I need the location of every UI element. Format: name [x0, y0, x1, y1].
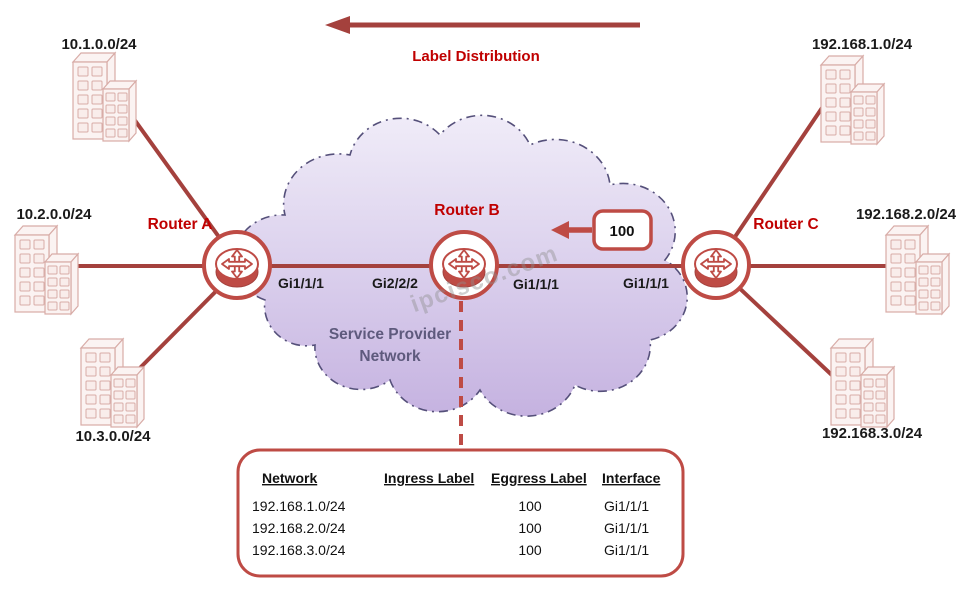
cell-egress: 100 [518, 542, 542, 558]
label-distribution-arrow-icon [325, 16, 640, 34]
cell-interface: Gi1/1/1 [604, 542, 649, 558]
routerC-label: Router C [753, 216, 818, 233]
interface-label-routerC-left: Gi1/1/1 [623, 275, 669, 291]
interface-label-routerA-right: Gi1/1/1 [278, 275, 324, 291]
routerA-label: Router A [148, 216, 213, 233]
label-distribution-title: Label Distribution [412, 48, 540, 65]
interface-label-routerB-left: Gi2/2/2 [372, 275, 418, 291]
label-value: 100 [609, 223, 634, 240]
cloud-caption-line2: Network [359, 348, 421, 365]
cell-network: 192.168.3.0/24 [252, 542, 346, 558]
link-192-168-1-to-routerC [716, 100, 828, 264]
cell-interface: Gi1/1/1 [604, 498, 649, 514]
building-icon-10-1 [72, 52, 137, 142]
routerA-icon [202, 230, 272, 300]
building-icon-192-168-2 [885, 225, 950, 315]
network-label-192-168-1: 192.168.1.0/24 [812, 36, 913, 53]
table-header-ingress: Ingress Label [384, 470, 474, 486]
building-icon-10-2 [14, 225, 79, 315]
cell-egress: 100 [518, 520, 542, 536]
cell-network: 192.168.1.0/24 [252, 498, 346, 514]
cell-egress: 100 [518, 498, 542, 514]
network-label-10-1: 10.1.0.0/24 [61, 36, 137, 53]
label-value-box [592, 209, 653, 251]
cloud-caption-line1: Service Provider [329, 326, 451, 343]
label-table-box [236, 448, 685, 578]
table-row: 192.168.3.0/24 100 Gi1/1/1 [252, 542, 649, 558]
table-row: 192.168.2.0/24 100 Gi1/1/1 [252, 520, 649, 536]
routerB-label: Router B [434, 202, 499, 219]
building-icon-192-168-1 [820, 55, 885, 145]
cell-network: 192.168.2.0/24 [252, 520, 346, 536]
interface-label-routerB-right: Gi1/1/1 [513, 276, 559, 292]
network-label-10-3: 10.3.0.0/24 [75, 428, 151, 445]
building-icon-192-168-3 [830, 338, 895, 428]
label-table: Network Ingress Label Eggress Label Inte… [252, 470, 661, 558]
label-advertisement-arrow-icon [551, 221, 592, 239]
table-row: 192.168.1.0/24 100 Gi1/1/1 [252, 498, 649, 514]
network-label-192-168-3: 192.168.3.0/24 [822, 425, 923, 442]
network-label-192-168-2: 192.168.2.0/24 [856, 206, 957, 223]
network-label-10-2: 10.2.0.0/24 [16, 206, 92, 223]
table-header-interface: Interface [602, 470, 661, 486]
table-header-egress: Eggress Label [491, 470, 587, 486]
table-header-network: Network [262, 470, 317, 486]
routerC-icon [681, 230, 751, 300]
cell-interface: Gi1/1/1 [604, 520, 649, 536]
building-icon-10-3 [80, 338, 145, 428]
